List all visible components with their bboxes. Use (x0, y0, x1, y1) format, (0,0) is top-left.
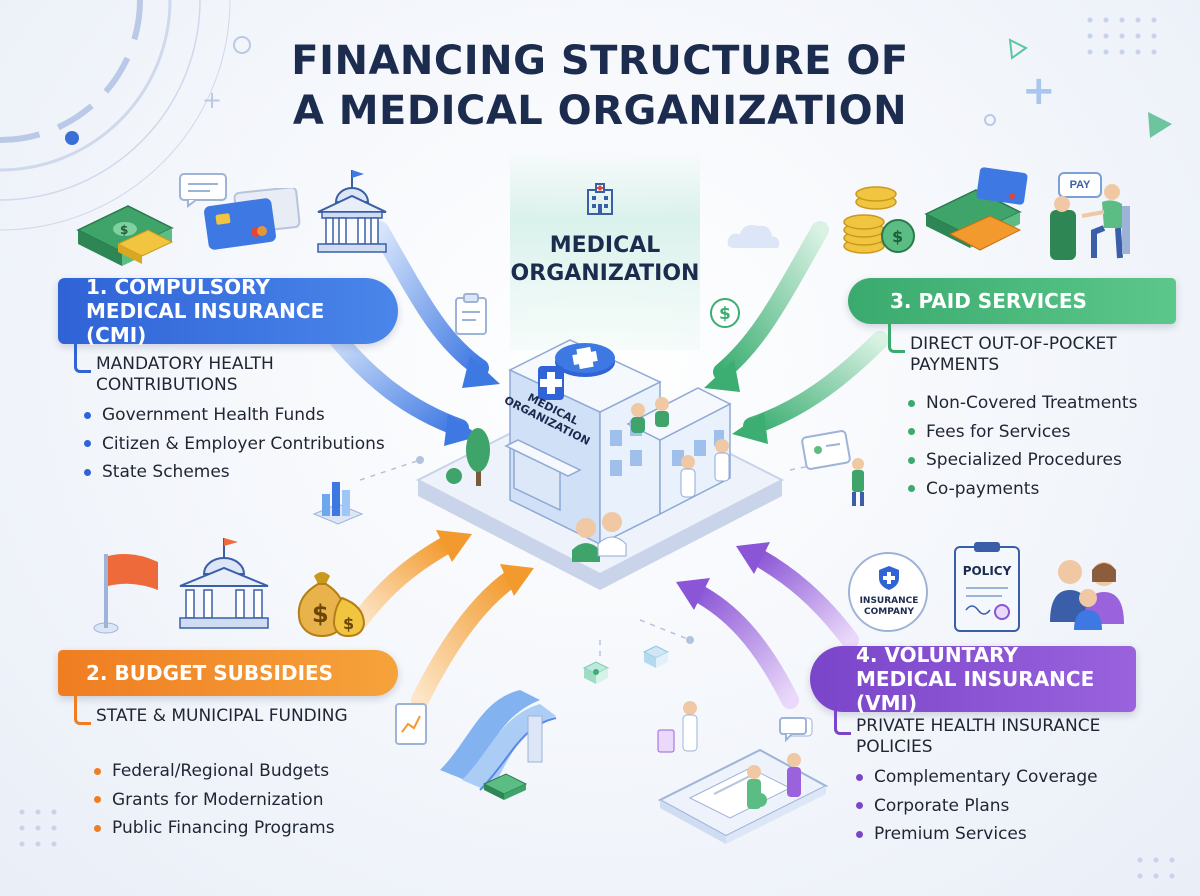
cash-stack-icon: $ (76, 205, 174, 266)
svg-text:+: + (202, 86, 222, 114)
policy-label: POLICY (962, 564, 1012, 578)
list-item: Citizen & Employer Contributions (84, 430, 385, 459)
cmi-items: Government Health Funds Citizen & Employ… (84, 401, 385, 487)
list-item: Corporate Plans (856, 792, 1098, 821)
budget-subtitle: STATE & MUNICIPAL FUNDING (96, 706, 348, 726)
budget-subtitle-block: STATE & MUNICIPAL FUNDING (74, 696, 374, 727)
budget-connector (74, 696, 91, 725)
clipboard-icon (455, 293, 487, 335)
paid-arrows (704, 221, 889, 444)
bar-chart-icon (312, 482, 364, 525)
document-lines-icon (965, 587, 1010, 620)
list-item: Government Health Funds (84, 401, 385, 430)
money-bags-icon: $ $ (297, 572, 366, 638)
bullet (84, 440, 91, 448)
vmi-title: 4. VOLUNTARY MEDICAL INSURANCE (VMI) (856, 643, 1095, 715)
vmi-banner: 4. VOLUNTARY MEDICAL INSURANCE (VMI) (810, 643, 1136, 715)
dollar-circle-icon: $ (710, 298, 740, 328)
title-line-1: FINANCING STRUCTURE OF (291, 38, 909, 84)
government-building-icon (317, 170, 387, 253)
medical-building-illustration (415, 339, 785, 590)
cash-and-cards-icon (924, 167, 1028, 251)
digital-policy-illustration (657, 701, 829, 844)
budget-arrows (351, 530, 534, 709)
central-label: MEDICAL ORGANIZATION (510, 233, 700, 286)
svg-text:$: $ (120, 223, 128, 237)
insurance-company-label: INSURANCE COMPANY (859, 596, 919, 617)
flag-icon (93, 554, 158, 634)
insurance-company-badge: INSURANCE COMPANY (848, 552, 928, 632)
cmi-title: 1. COMPULSORY MEDICAL INSURANCE (CMI) (86, 275, 325, 347)
list-item: Grants for Modernization (94, 786, 335, 815)
screen-user-icon (801, 430, 864, 506)
bullet (94, 796, 101, 804)
list-item: Public Financing Programs (94, 814, 335, 843)
paid-services-banner: 3. PAID SERVICES (848, 278, 1176, 324)
vmi-subtitle-block: PRIVATE HEALTH INSURANCE POLICIES (834, 706, 1134, 758)
title-line-2: A MEDICAL ORGANIZATION (292, 88, 908, 134)
budget-title: 2. BUDGET SUBSIDIES (86, 661, 334, 685)
list-item: Federal/Regional Budgets (94, 757, 335, 786)
list-item: Fees for Services (908, 418, 1137, 447)
cmi-subtitle-block: MANDATORY HEALTH CONTRIBUTIONS (74, 344, 374, 396)
bullet (94, 824, 101, 832)
bullet (856, 773, 863, 781)
vmi-items: Complementary Coverage Corporate Plans P… (856, 763, 1098, 849)
list-item: Co-payments (908, 475, 1137, 504)
vmi-arrows (676, 542, 859, 709)
paid-subtitle-block: DIRECT OUT-OF-POCKET PAYMENTS (888, 324, 1188, 376)
cash-bundle-icon (482, 773, 528, 800)
svg-text:$: $ (343, 614, 354, 633)
svg-text:$: $ (312, 600, 329, 628)
data-column-icon (527, 715, 543, 763)
paid-subtitle: DIRECT OUT-OF-POCKET PAYMENTS (910, 334, 1117, 375)
credit-card-icon (204, 188, 301, 250)
cmi-subtitle: MANDATORY HEALTH CONTRIBUTIONS (96, 354, 274, 395)
cube-node-icon (582, 645, 670, 684)
hospital-icon (587, 183, 613, 215)
coin-stack-icon: $ (843, 186, 915, 254)
vmi-connector (834, 706, 851, 735)
family-icon (1050, 560, 1124, 630)
list-item: Specialized Procedures (908, 446, 1137, 475)
list-item: State Schemes (84, 458, 385, 487)
chat-bubble-icon (779, 717, 807, 742)
vmi-subtitle: PRIVATE HEALTH INSURANCE POLICIES (856, 716, 1101, 757)
government-building-icon-2 (179, 538, 269, 629)
list-item: Non-Covered Treatments (908, 389, 1137, 418)
paid-connector (888, 324, 905, 353)
bullet (84, 468, 91, 476)
budget-banner: 2. BUDGET SUBSIDIES (58, 650, 398, 696)
patient-paying-icon (1050, 184, 1130, 260)
list-item: Complementary Coverage (856, 763, 1098, 792)
budget-items: Federal/Regional Budgets Grants for Mode… (94, 757, 335, 843)
list-item: Premium Services (856, 820, 1098, 849)
bullet (908, 485, 915, 493)
bullet (908, 399, 915, 407)
bullet (856, 830, 863, 838)
svg-text:$: $ (719, 304, 731, 324)
bullet (84, 411, 91, 419)
policy-document: POLICY (954, 542, 1020, 632)
document-chart-icon (395, 703, 427, 745)
shield-icon (879, 566, 899, 590)
message-bubble-icon (179, 173, 227, 208)
bullet (908, 456, 915, 464)
bullet (94, 767, 101, 775)
bullet (856, 802, 863, 810)
page-title: FINANCING STRUCTURE OF A MEDICAL ORGANIZ… (0, 36, 1200, 136)
cmi-connector (74, 344, 91, 373)
bullet (908, 428, 915, 436)
svg-text:$: $ (892, 227, 903, 246)
paid-title: 3. PAID SERVICES (890, 289, 1087, 313)
pay-bubble: PAY (1058, 172, 1102, 198)
svg-text:+: + (1022, 68, 1056, 114)
paid-items: Non-Covered Treatments Fees for Services… (908, 389, 1137, 503)
cmi-banner: 1. COMPULSORY MEDICAL INSURANCE (CMI) (58, 275, 398, 347)
cloud-icon (727, 225, 780, 248)
clipboard-clip (974, 542, 1000, 552)
